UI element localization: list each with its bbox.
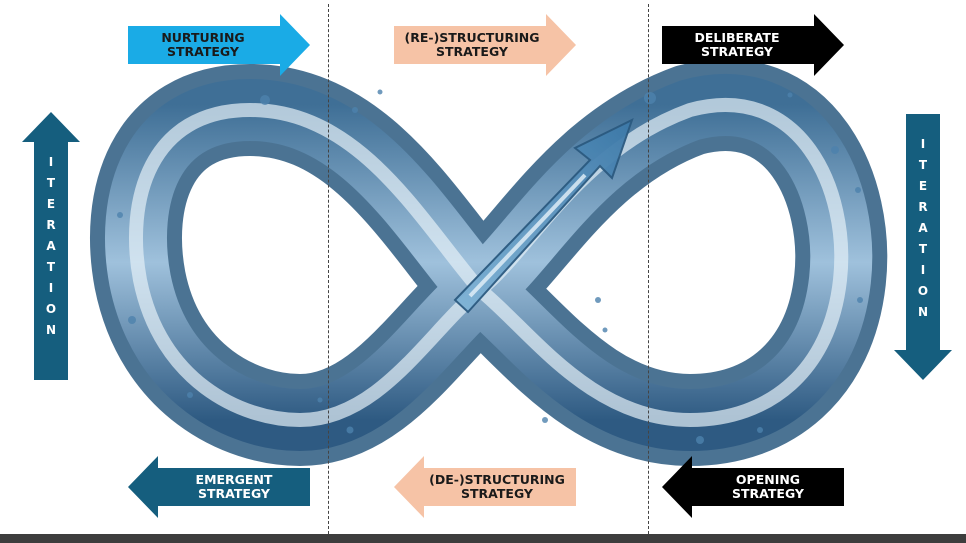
- water-growth-arrow-icon: [453, 118, 634, 314]
- destructuring-strategy-label: (DE-)STRUCTURING STRATEGY: [429, 472, 565, 501]
- iteration-letter: T: [918, 158, 928, 172]
- iteration-letter: R: [46, 218, 56, 232]
- iteration-letter: T: [46, 176, 56, 190]
- divider-left: [328, 4, 329, 534]
- iteration-letter: E: [918, 179, 928, 193]
- iteration-letter: O: [917, 284, 929, 298]
- iteration-letter: N: [45, 323, 57, 337]
- iteration-letter: T: [46, 260, 56, 274]
- opening-strategy-label: OPENING STRATEGY: [732, 472, 804, 501]
- iteration-letter: A: [918, 221, 928, 235]
- deliberate-strategy-label: DELIBERATE STRATEGY: [694, 30, 780, 59]
- destructuring-strategy-arrow: (DE-)STRUCTURING STRATEGY: [394, 456, 576, 518]
- iteration-letter: R: [918, 200, 928, 214]
- nurturing-strategy-arrow: NURTURING STRATEGY: [128, 14, 310, 76]
- iteration-letter: A: [46, 239, 56, 253]
- restructuring-strategy-label: (RE-)STRUCTURING STRATEGY: [404, 30, 540, 59]
- deliberate-strategy-arrow: DELIBERATE STRATEGY: [662, 14, 844, 76]
- footer-bar: [0, 534, 966, 543]
- opening-strategy-arrow: OPENING STRATEGY: [662, 456, 844, 518]
- emergent-strategy-label: EMERGENT STRATEGY: [195, 472, 273, 501]
- iteration-letter: I: [48, 155, 54, 169]
- divider-right: [648, 4, 649, 534]
- nurturing-strategy-label: NURTURING STRATEGY: [161, 30, 245, 59]
- iteration-letter: I: [48, 281, 54, 295]
- iteration-letter: O: [45, 302, 57, 316]
- iteration-letter: N: [917, 305, 929, 319]
- iteration-letter: I: [920, 263, 926, 277]
- iteration-letter: E: [46, 197, 56, 211]
- iteration-letter: I: [920, 137, 926, 151]
- restructuring-strategy-arrow: (RE-)STRUCTURING STRATEGY: [394, 14, 576, 76]
- iteration-letter: T: [918, 242, 928, 256]
- emergent-strategy-arrow: EMERGENT STRATEGY: [128, 456, 310, 518]
